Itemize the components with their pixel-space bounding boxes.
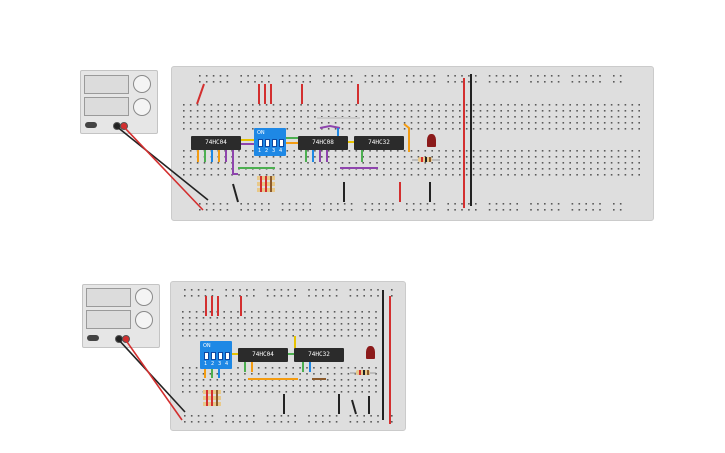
- psu-display-voltage: [84, 75, 129, 94]
- psu-voltage-knob[interactable]: [133, 75, 151, 93]
- psu-current-knob[interactable]: [133, 98, 151, 116]
- dip-number-2: 2: [265, 148, 269, 154]
- dip-switch-top[interactable]: ON 1 2 3 4: [254, 128, 286, 156]
- dip-toggle-4[interactable]: [279, 139, 284, 147]
- psu-terminal-positive-bottom[interactable]: [122, 335, 130, 343]
- dip-number-1-bottom: 1: [204, 361, 208, 367]
- dip-toggle-1-bottom[interactable]: [204, 352, 209, 360]
- chip-74hc08-top[interactable]: 74HC08: [298, 136, 348, 150]
- led-bottom[interactable]: [366, 346, 375, 359]
- dip-toggle-1[interactable]: [258, 139, 263, 147]
- psu-display-current: [84, 97, 129, 116]
- led-top[interactable]: [427, 134, 436, 147]
- psu-display-voltage-bottom: [86, 288, 131, 307]
- psu-current-knob-bottom[interactable]: [135, 311, 153, 329]
- breadboard-top-holes: [183, 75, 640, 211]
- dip-number-4: 4: [279, 148, 283, 154]
- psu-power-switch[interactable]: [85, 122, 97, 128]
- wire-psu-positive-bottom[interactable]: [124, 338, 183, 421]
- resistor-array-bottom[interactable]: [203, 390, 221, 406]
- wire-psu-negative-top[interactable]: [115, 125, 209, 201]
- dip-number-1: 1: [258, 148, 262, 154]
- psu-power-switch-bottom[interactable]: [87, 335, 99, 341]
- dip-toggle-4-bottom[interactable]: [225, 352, 230, 360]
- dip-number-4-bottom: 4: [225, 361, 229, 367]
- wire-psu-positive-top[interactable]: [122, 125, 204, 211]
- dip-number-3: 3: [272, 148, 276, 154]
- wire[interactable]: [232, 150, 238, 175]
- resistor-led-bottom[interactable]: [350, 370, 376, 375]
- dip-number-2-bottom: 2: [211, 361, 215, 367]
- chip-74hc32-bottom[interactable]: 74HC32: [294, 348, 344, 362]
- dip-toggle-3[interactable]: [272, 139, 277, 147]
- dip-number-3-bottom: 3: [218, 361, 222, 367]
- wire[interactable]: [232, 183, 239, 203]
- dip-toggle-3-bottom[interactable]: [218, 352, 223, 360]
- wire[interactable]: [196, 83, 205, 105]
- dip-switch-bottom[interactable]: ON 1 2 3 4: [200, 341, 232, 369]
- dip-on-label: ON: [257, 130, 265, 136]
- resistor-led-top[interactable]: [412, 157, 440, 162]
- dip-toggle-2[interactable]: [265, 139, 270, 147]
- chip-74hc04-bottom[interactable]: 74HC04: [238, 348, 288, 362]
- chip-74hc32-top[interactable]: 74HC32: [354, 136, 404, 150]
- resistor-array-top[interactable]: [257, 176, 275, 192]
- wire[interactable]: [319, 124, 341, 129]
- dip-on-label-bottom: ON: [203, 343, 211, 349]
- psu-display-current-bottom: [86, 310, 131, 329]
- chip-74hc04-top[interactable]: 74HC04: [191, 136, 241, 150]
- psu-voltage-knob-bottom[interactable]: [135, 288, 153, 306]
- wire[interactable]: [403, 123, 410, 152]
- wire[interactable]: [351, 399, 357, 415]
- dip-toggle-2-bottom[interactable]: [211, 352, 216, 360]
